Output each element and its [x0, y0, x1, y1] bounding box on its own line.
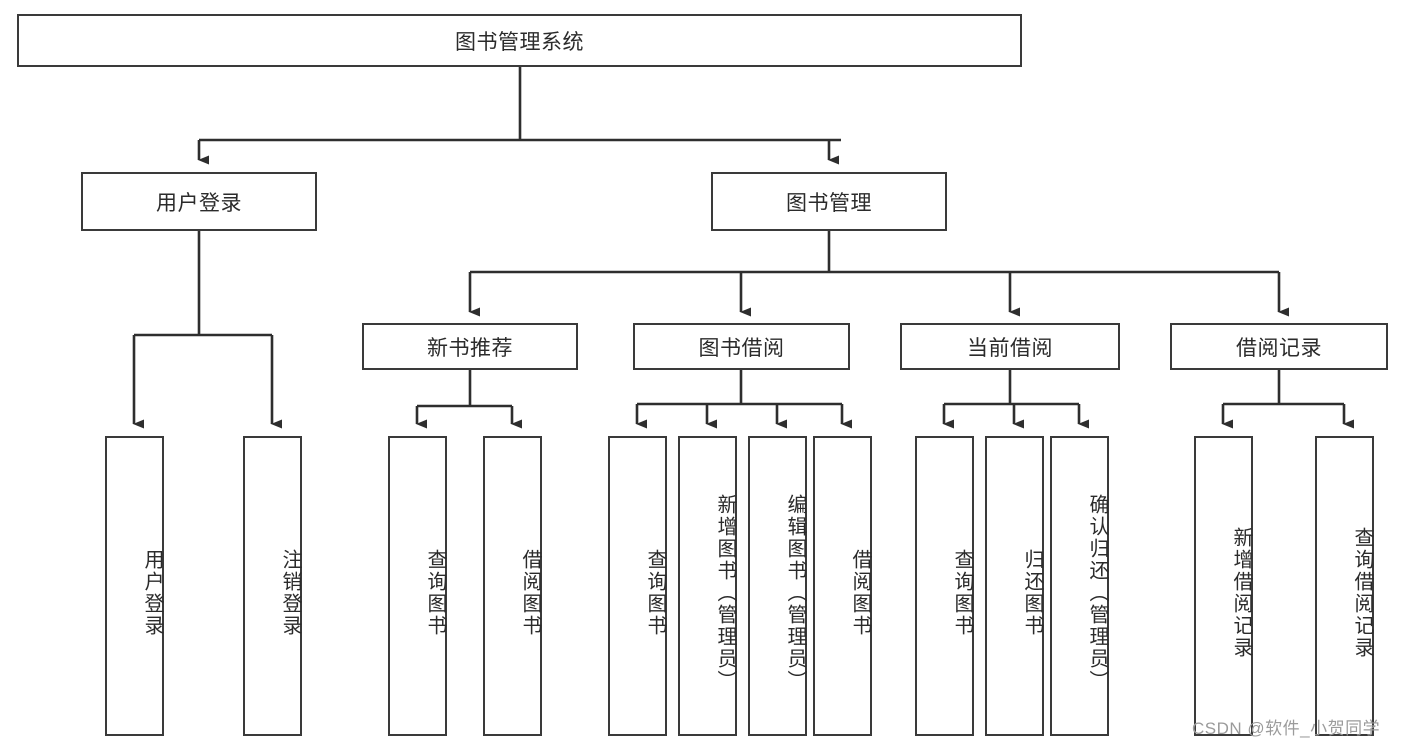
leaf-newbook-borrow-book[interactable]: 借阅图书 [483, 436, 542, 736]
node-label: 借阅图书 [849, 549, 871, 637]
leaf-current-return-book[interactable]: 归还图书 [985, 436, 1044, 736]
leaf-user-login-login[interactable]: 用户登录 [105, 436, 164, 736]
node-label: 归还图书 [1021, 549, 1043, 637]
node-label: 图书管理系统 [455, 30, 584, 54]
leaf-current-confirm-return-admin[interactable]: 确认归还（管理员） [1050, 436, 1109, 736]
node-current-borrow[interactable]: 当前借阅 [900, 323, 1120, 370]
node-label: 新增图书（管理员） [714, 494, 736, 692]
node-label: 编辑图书（管理员） [784, 494, 806, 692]
node-new-book-recommend[interactable]: 新书推荐 [362, 323, 578, 370]
node-borrow-record[interactable]: 借阅记录 [1170, 323, 1388, 370]
node-label: 查询借阅记录 [1351, 527, 1373, 659]
node-label: 新增借阅记录 [1230, 527, 1252, 659]
leaf-borrow-edit-book-admin[interactable]: 编辑图书（管理员） [748, 436, 807, 736]
leaf-user-login-logout[interactable]: 注销登录 [243, 436, 302, 736]
leaf-borrow-borrow-book[interactable]: 借阅图书 [813, 436, 872, 736]
node-user-login[interactable]: 用户登录 [81, 172, 317, 231]
node-label: 查询图书 [951, 549, 973, 637]
node-label: 用户登录 [141, 549, 163, 637]
node-label: 当前借阅 [967, 336, 1053, 360]
node-label: 查询图书 [424, 549, 446, 637]
node-root-book-management-system[interactable]: 图书管理系统 [17, 14, 1022, 67]
leaf-record-add-record[interactable]: 新增借阅记录 [1194, 436, 1253, 736]
node-label: 用户登录 [156, 191, 242, 215]
node-label: 借阅图书 [519, 549, 541, 637]
leaf-borrow-add-book-admin[interactable]: 新增图书（管理员） [678, 436, 737, 736]
node-label: 查询图书 [644, 549, 666, 637]
node-label: 确认归还（管理员） [1086, 494, 1108, 692]
node-book-management[interactable]: 图书管理 [711, 172, 947, 231]
leaf-newbook-query-book[interactable]: 查询图书 [388, 436, 447, 736]
leaf-current-query-book[interactable]: 查询图书 [915, 436, 974, 736]
watermark-csdn: CSDN @软件_小贺同学 [1192, 719, 1381, 738]
node-label: 图书借阅 [698, 336, 785, 360]
node-label: 注销登录 [279, 549, 301, 637]
node-label: 图书管理 [786, 191, 872, 215]
node-label: 新书推荐 [427, 336, 513, 360]
node-label: 借阅记录 [1236, 336, 1322, 360]
node-book-borrow[interactable]: 图书借阅 [633, 323, 850, 370]
leaf-borrow-query-book[interactable]: 查询图书 [608, 436, 667, 736]
leaf-record-query-record[interactable]: 查询借阅记录 [1315, 436, 1374, 736]
